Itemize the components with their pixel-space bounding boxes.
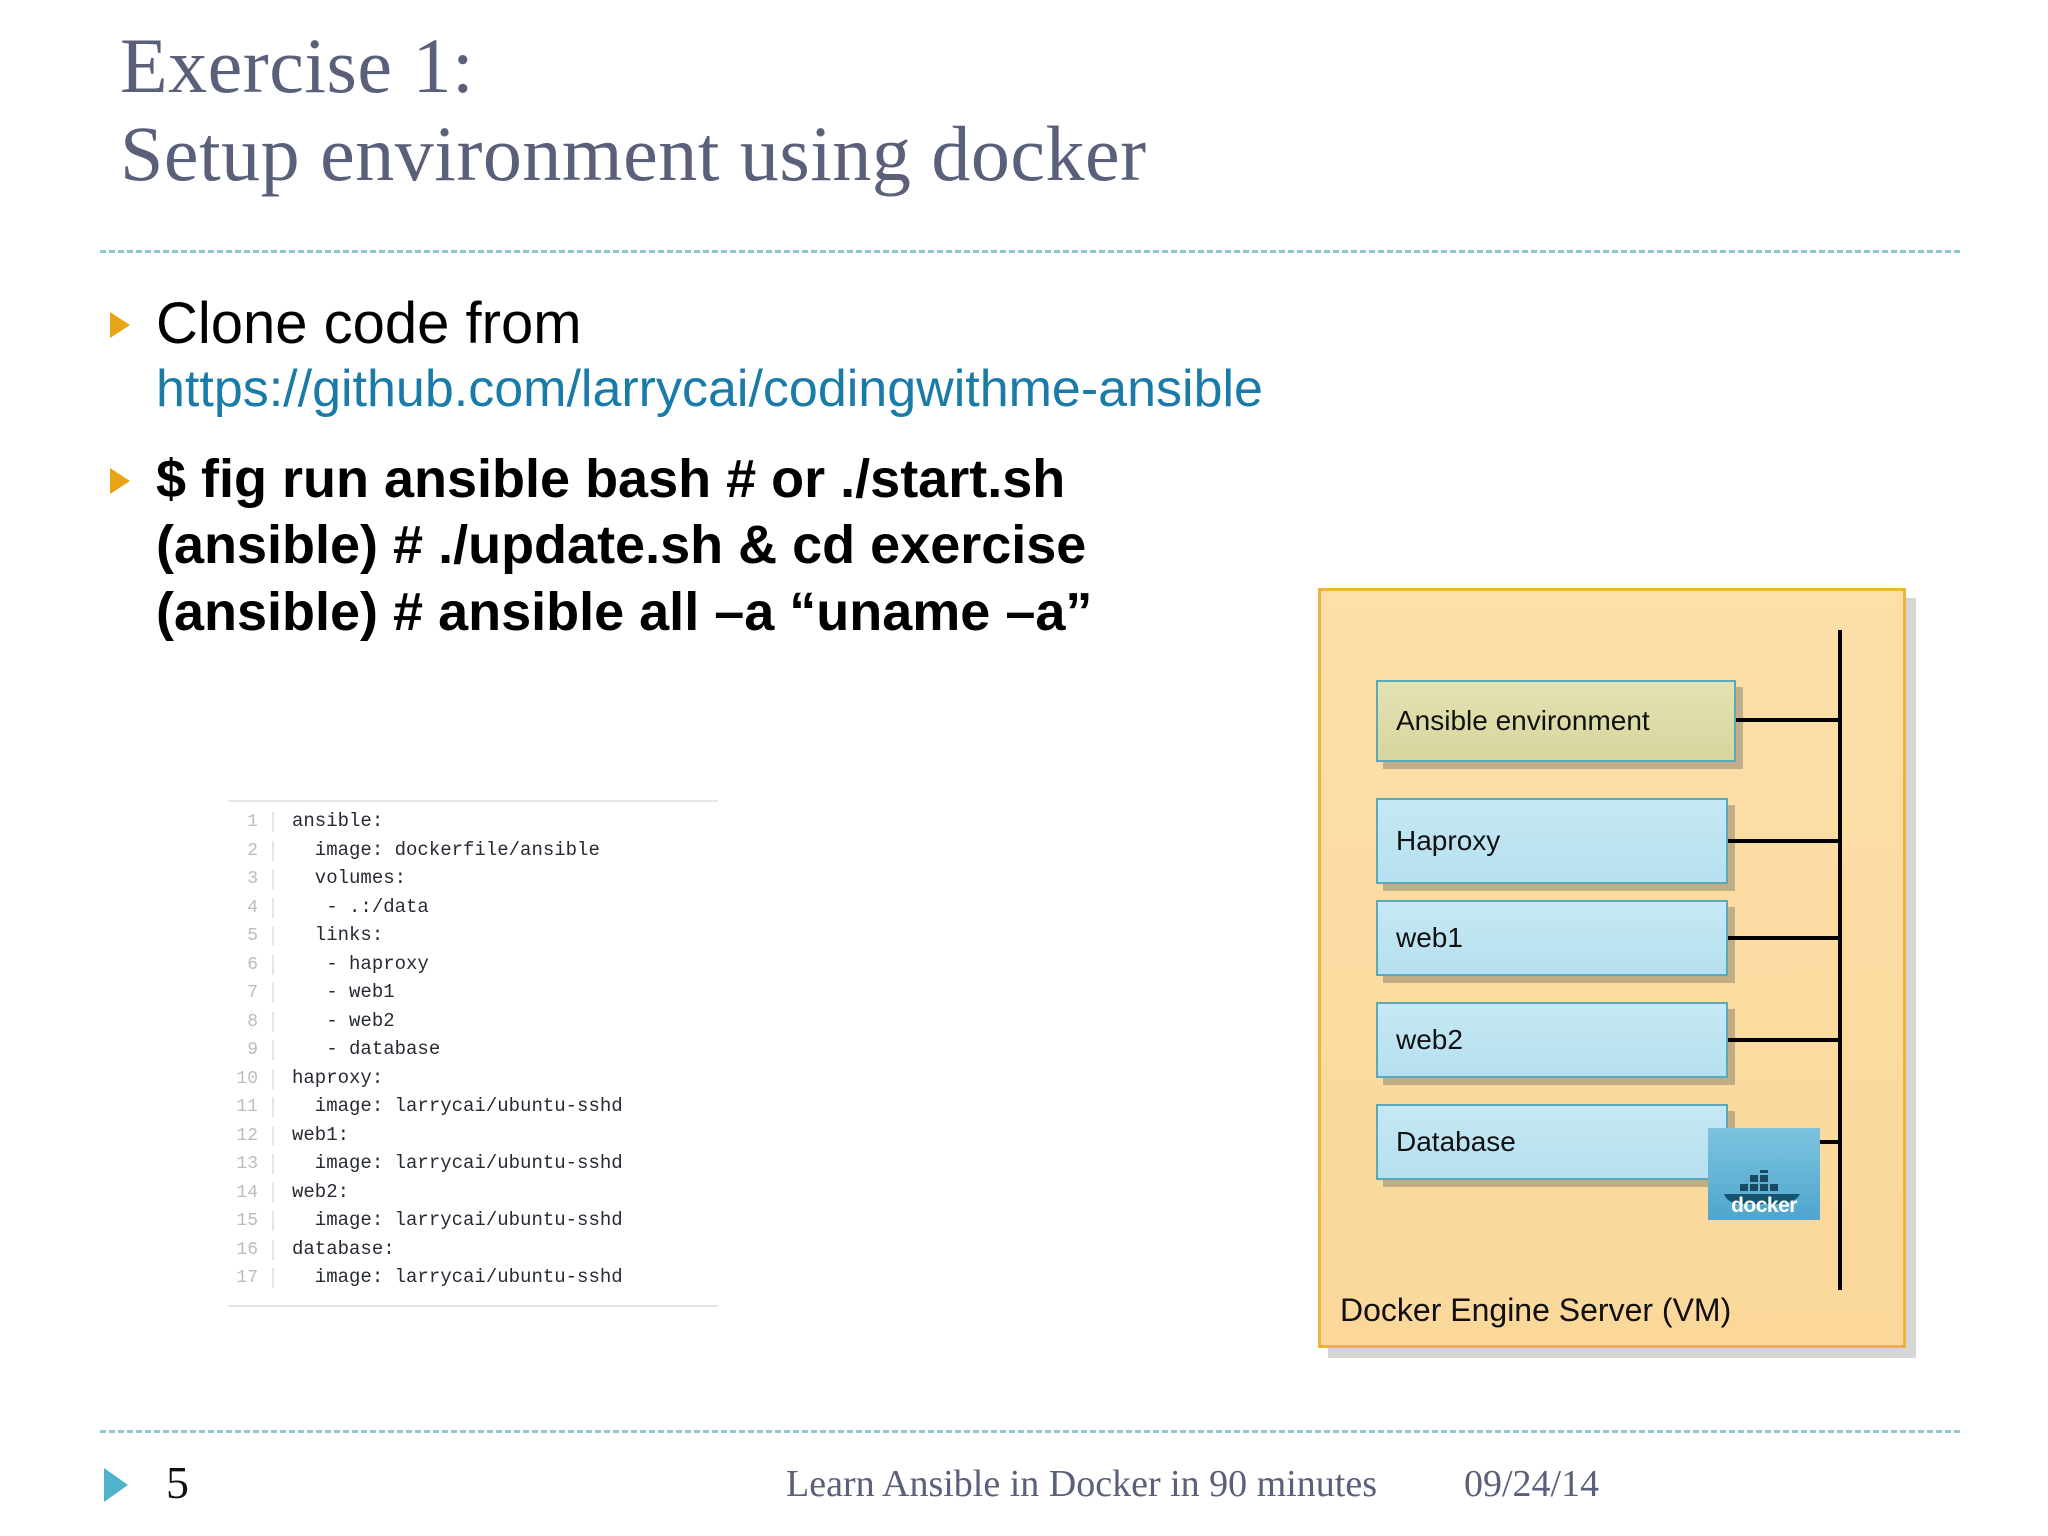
code-line-text: web2: [292, 1180, 350, 1203]
page-title: Exercise 1: Setup environment using dock… [120, 22, 1920, 198]
connector-ansible [1736, 718, 1842, 722]
footer-date: 09/24/14 [1464, 1463, 1600, 1505]
diagram-node-web1: web1 [1376, 900, 1728, 976]
connector-web2 [1728, 1038, 1842, 1042]
code-line: 16 database: [228, 1238, 718, 1267]
code-line: 9 - database [228, 1038, 718, 1067]
slide-footer: 5 Learn Ansible in Docker in 90 minutes … [0, 1452, 2048, 1522]
code-line-number: 9 [228, 1040, 274, 1060]
code-line-number: 11 [228, 1097, 274, 1117]
clone-label: Clone code from [156, 291, 582, 356]
diagram-node-ansible-environment: Ansible environment [1376, 680, 1736, 762]
code-line-number: 7 [228, 983, 274, 1003]
code-line: 15 image: larrycai/ubuntu-sshd [228, 1209, 718, 1238]
connector-bus-vertical [1838, 630, 1842, 1290]
footer-title-text: Learn Ansible in Docker in 90 minutes [786, 1463, 1377, 1505]
footer-triangle-icon [104, 1468, 128, 1502]
node-label: web2 [1396, 1024, 1463, 1055]
title-divider [100, 250, 1960, 253]
code-line-text: links: [292, 924, 384, 946]
docker-logo-icon: docker [1708, 1128, 1820, 1220]
code-line: 1 ansible: [228, 810, 718, 839]
code-line-number: 16 [228, 1239, 274, 1260]
node-label: Database [1396, 1126, 1516, 1157]
code-line-number: 17 [228, 1268, 274, 1288]
code-line-number: 6 [228, 954, 274, 975]
code-line-number: 14 [228, 1182, 274, 1203]
code-line-number: 12 [228, 1125, 274, 1146]
page-number: 5 [166, 1457, 189, 1508]
docker-architecture-diagram: Ansible environment Haproxy web1 web2 Da… [1318, 588, 1916, 1358]
code-line-text: volumes: [292, 867, 407, 889]
code-line-number: 5 [228, 926, 274, 946]
code-line-number: 2 [228, 840, 274, 861]
diagram-node-web2: web2 [1376, 1002, 1728, 1078]
bullet-text-commands: $ fig run ansible bash # or ./start.sh (… [156, 446, 1290, 645]
code-line-number: 15 [228, 1211, 274, 1231]
connector-web1 [1728, 936, 1842, 940]
connector-haproxy [1728, 839, 1842, 843]
code-line: 3 volumes: [228, 867, 718, 896]
bullet-text-clone: Clone code from https://github.com/larry… [156, 290, 1290, 422]
code-line: 11 image: larrycai/ubuntu-sshd [228, 1095, 718, 1124]
code-line-number: 10 [228, 1068, 274, 1089]
code-line-number: 8 [228, 1011, 274, 1032]
footer-divider [100, 1430, 1960, 1433]
content-body: Clone code from https://github.com/larry… [110, 290, 1290, 655]
code-line-number: 3 [228, 869, 274, 889]
command-line-1: $ fig run ansible bash # or ./start.sh [156, 448, 1066, 509]
code-line-text: image: larrycai/ubuntu-sshd [292, 1266, 623, 1288]
code-line-text: - web2 [292, 1009, 395, 1032]
code-line: 6 - haproxy [228, 953, 718, 982]
code-line-text: haproxy: [292, 1066, 384, 1089]
code-line-text: database: [292, 1237, 395, 1260]
bullet-item-commands: $ fig run ansible bash # or ./start.sh (… [110, 446, 1290, 645]
node-label: Ansible environment [1396, 705, 1650, 736]
code-line: 13 image: larrycai/ubuntu-sshd [228, 1152, 718, 1181]
code-line-text: image: dockerfile/ansible [292, 838, 600, 861]
code-line: 14 web2: [228, 1181, 718, 1210]
code-line-number: 13 [228, 1154, 274, 1174]
diagram-node-database: Database [1376, 1104, 1728, 1180]
bullet-triangle-icon [110, 467, 140, 494]
code-line: 10 haproxy: [228, 1067, 718, 1096]
bullet-triangle-icon [110, 312, 140, 338]
code-line: 17 image: larrycai/ubuntu-sshd [228, 1266, 718, 1295]
diagram-node-haproxy: Haproxy [1376, 798, 1728, 884]
code-line-text: image: larrycai/ubuntu-sshd [292, 1152, 623, 1174]
code-line: 7 - web1 [228, 981, 718, 1010]
bullet-item-clone: Clone code from https://github.com/larry… [110, 290, 1290, 422]
code-line: 2 image: dockerfile/ansible [228, 839, 718, 868]
node-label: web1 [1396, 922, 1463, 953]
code-line-number: 1 [228, 812, 274, 832]
code-line: 4 - .:/data [228, 896, 718, 925]
code-line-text: - haproxy [292, 952, 429, 975]
code-line-text: - database [292, 1038, 441, 1060]
code-line-number: 4 [228, 897, 274, 918]
code-line-text: web1: [292, 1123, 350, 1146]
code-line: 5 links: [228, 924, 718, 953]
code-line: 8 - web2 [228, 1010, 718, 1039]
code-line-text: image: larrycai/ubuntu-sshd [292, 1209, 623, 1231]
command-line-3: (ansible) # ansible all –a “uname –a” [156, 581, 1093, 642]
title-line-2: Setup environment using docker [120, 110, 1147, 198]
code-line-text: image: larrycai/ubuntu-sshd [292, 1095, 623, 1117]
diagram-caption: Docker Engine Server (VM) [1340, 1292, 1732, 1328]
command-line-2: (ansible) # ./update.sh & cd exercise [156, 515, 1087, 576]
code-line-text: ansible: [292, 810, 384, 832]
docker-wordmark: docker [1731, 1194, 1797, 1217]
node-label: Haproxy [1396, 825, 1501, 856]
github-repo-link[interactable]: https://github.com/larrycai/codingwithme… [156, 360, 1263, 419]
title-line-1: Exercise 1: [120, 22, 475, 109]
code-line-text: - web1 [292, 981, 395, 1003]
code-line-text: - .:/data [292, 895, 429, 918]
code-line: 12 web1: [228, 1124, 718, 1153]
